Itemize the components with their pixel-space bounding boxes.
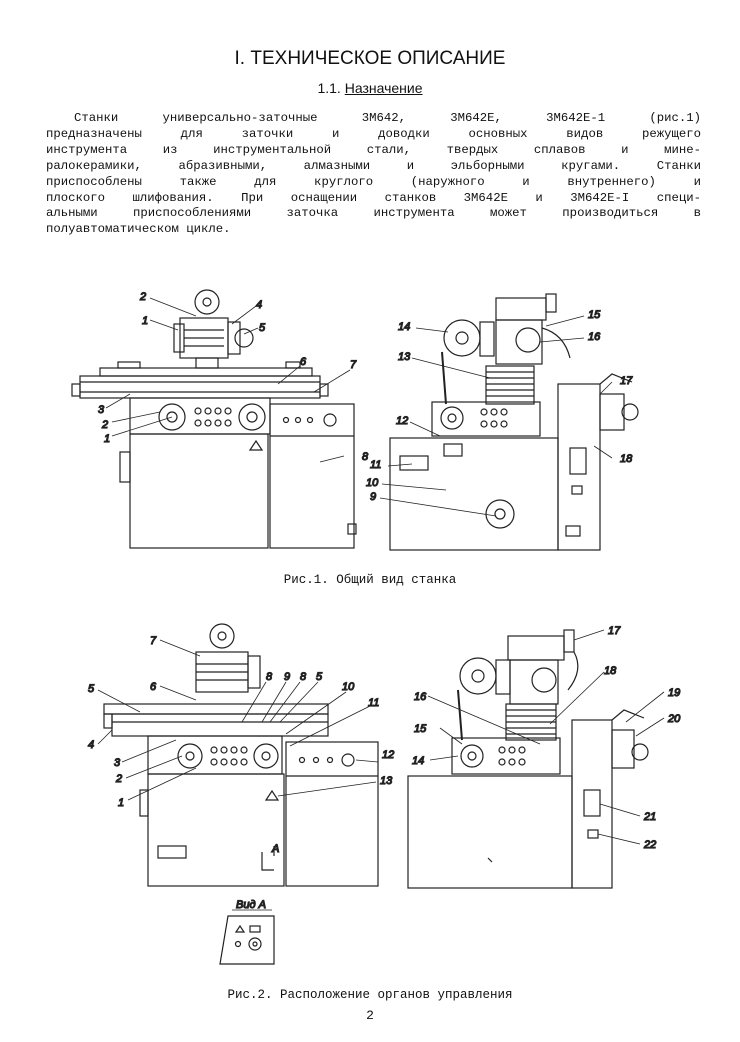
figure2-caption: Рис.2. Расположение органов управления: [227, 988, 513, 1002]
paragraph-line: плоского шлифования. При оснащении станк…: [46, 190, 701, 205]
figure1-caption: Рис.1. Общий вид станка: [283, 573, 457, 587]
callout-label: 11: [368, 697, 379, 709]
callout-label: 9: [370, 491, 376, 503]
view-a-label: Вид А: [236, 899, 266, 911]
callout-label: 11: [370, 459, 381, 471]
callout-label: 9: [284, 671, 290, 683]
callout-label: 17: [608, 625, 621, 637]
callout-label: 1: [118, 797, 124, 809]
callout-label: 8: [266, 671, 273, 683]
paragraph-line: Станки универсально-заточные 3М642, 3М64…: [74, 111, 701, 125]
callout-label: 14: [398, 321, 410, 333]
callout-label: 15: [588, 309, 601, 321]
callout-label: 1: [142, 315, 148, 327]
callout-label: 12: [382, 749, 394, 761]
fig2-side-view: [407, 629, 665, 889]
page-number: 2: [366, 1008, 374, 1023]
callout-label: 18: [620, 453, 633, 465]
subsection-heading: 1.1. Назначение: [0, 80, 740, 96]
callout-label: 2: [139, 291, 146, 303]
purpose-paragraph: Станки универсально-заточные 3М642, 3М64…: [46, 111, 701, 238]
callout-label: 13: [380, 775, 393, 787]
paragraph-line: альными приспособлениями заточка инструм…: [46, 206, 701, 221]
callout-label: 12: [396, 415, 408, 427]
callout-label: 16: [588, 331, 601, 343]
callout-label: 7: [150, 635, 157, 647]
callout-label: 4: [256, 299, 262, 311]
section-title: I. ТЕХНИЧЕСКОЕ ОПИСАНИЕ: [234, 48, 506, 69]
callout-label: 16: [414, 691, 427, 703]
callout-label: 10: [366, 477, 379, 489]
callout-label: 20: [667, 713, 681, 725]
subsection-title: Назначение: [344, 80, 423, 96]
arrow-label: А: [271, 843, 279, 855]
paragraph-line: приспособлены также для круглого (наружн…: [46, 174, 701, 189]
subsection-number: 1.1.: [317, 80, 341, 96]
fig1-side-view: [379, 293, 639, 551]
paragraph-line: полуавтоматическом цикле.: [46, 222, 231, 237]
callout-label: 5: [316, 671, 323, 683]
callout-label: 7: [350, 359, 357, 371]
callout-label: 2: [115, 773, 122, 785]
callout-label: 8: [300, 671, 307, 683]
callout-label: 17: [620, 375, 633, 387]
callout-label: 13: [398, 351, 411, 363]
callout-label: 10: [342, 681, 355, 693]
callout-label: 2: [101, 419, 108, 431]
callout-label: 4: [88, 739, 94, 751]
paragraph-line: инструмента из инструментальной стали, т…: [46, 142, 701, 157]
fig1-front-view: [71, 289, 357, 549]
callout-label: 6: [150, 681, 157, 693]
callout-label: 14: [412, 755, 424, 767]
callout-label: 21: [643, 811, 656, 823]
callout-label: 8: [362, 451, 369, 463]
fig2-front-view: [97, 623, 379, 887]
callout-label: 5: [88, 683, 95, 695]
callout-label: 18: [604, 665, 617, 677]
callout-label: 15: [414, 723, 427, 735]
paragraph-line: ралокерамики, абразивными, алмазными и э…: [46, 158, 701, 173]
callout-label: 5: [259, 322, 266, 334]
callout-label: 22: [643, 839, 656, 851]
paragraph-line: предназначены для заточки и доводки осно…: [46, 126, 701, 141]
callout-label: 19: [668, 687, 680, 699]
callout-label: 3: [98, 404, 105, 416]
callout-label: 1: [104, 433, 110, 445]
callout-label: 6: [300, 356, 307, 368]
view-a-inset: [219, 909, 275, 965]
callout-label: 3: [114, 757, 121, 769]
